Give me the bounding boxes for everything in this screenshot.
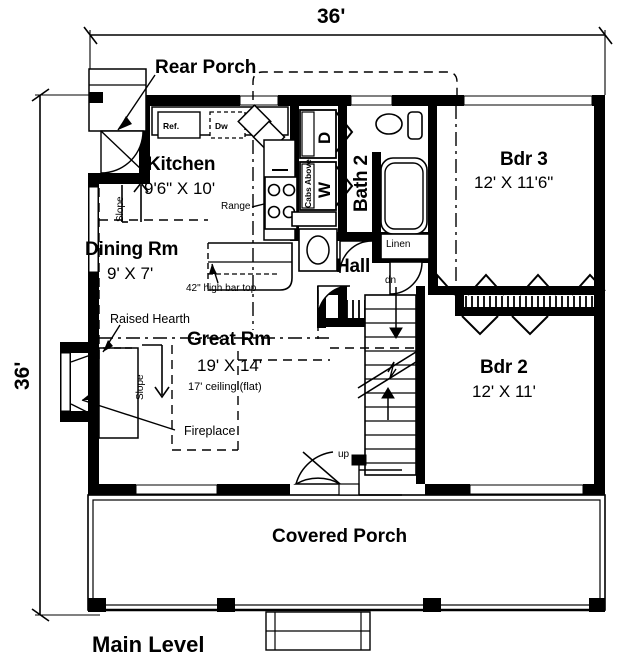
bath-2-label: Bath 2 [351, 155, 372, 212]
bedroom-2-dimensions: 12' X 11' [472, 382, 536, 401]
ceiling-and-slope-guides [98, 71, 458, 451]
fireplace-note: Fireplace [184, 424, 236, 438]
stairs-up-label: up [338, 449, 350, 460]
dryer-label: D [315, 131, 334, 144]
interior-walls [290, 105, 605, 484]
stairs-down-label: dn [385, 275, 397, 286]
overall-depth-dimension: 36' [11, 361, 34, 390]
covered-porch-structure [87, 494, 606, 651]
bar-top-note: 42" high bar top [186, 283, 257, 294]
kitchen-slope-label: Slope [115, 196, 126, 222]
bedroom-3-label: Bdr 3 [500, 149, 548, 170]
linen-label: Linen [386, 239, 411, 250]
overall-width-dimension: 36' [317, 5, 346, 28]
dining-room-label: Dining Rm [85, 239, 179, 260]
kitchen-dimensions: 9'6" X 10' [144, 179, 216, 198]
rear-porch-structure [88, 68, 147, 174]
bathroom-fixtures [298, 111, 430, 272]
great-room-slope-label: Slope [135, 374, 146, 400]
bedroom-2-label: Bdr 2 [480, 357, 528, 378]
raised-hearth-note: Raised Hearth [110, 312, 190, 326]
range-label: Range [221, 201, 251, 212]
bedroom-3-dimensions: 12' X 11'6" [474, 173, 554, 192]
hall-label: Hall [336, 256, 371, 277]
rear-porch-label: Rear Porch [155, 57, 257, 78]
kitchen-casework [151, 104, 298, 291]
door-swings [293, 240, 423, 496]
cabs-above-label: Cabs Above [303, 159, 313, 208]
washer-label: W [315, 181, 334, 198]
great-room-dimensions: 19' X 14' [197, 356, 263, 375]
great-room-ceiling-note: 17' ceiling (flat) [188, 381, 262, 393]
closet-hatching [340, 296, 599, 318]
dimension-lines [31, 26, 613, 622]
staircase [351, 287, 425, 496]
plan-title: Main Level [92, 632, 205, 657]
covered-porch-label: Covered Porch [272, 526, 408, 547]
great-room-label: Great Rm [187, 329, 271, 350]
dining-room-dimensions: 9' X 7' [107, 264, 154, 283]
laundry-equipment [291, 109, 354, 227]
refrigerator-label: Ref. [163, 121, 180, 131]
dishwasher-label: Dw [215, 121, 228, 131]
fireplace-assembly [70, 347, 139, 439]
kitchen-label: Kitchen [147, 154, 216, 175]
callout-leaders [81, 74, 265, 431]
closet-bifold-doors [436, 272, 606, 336]
